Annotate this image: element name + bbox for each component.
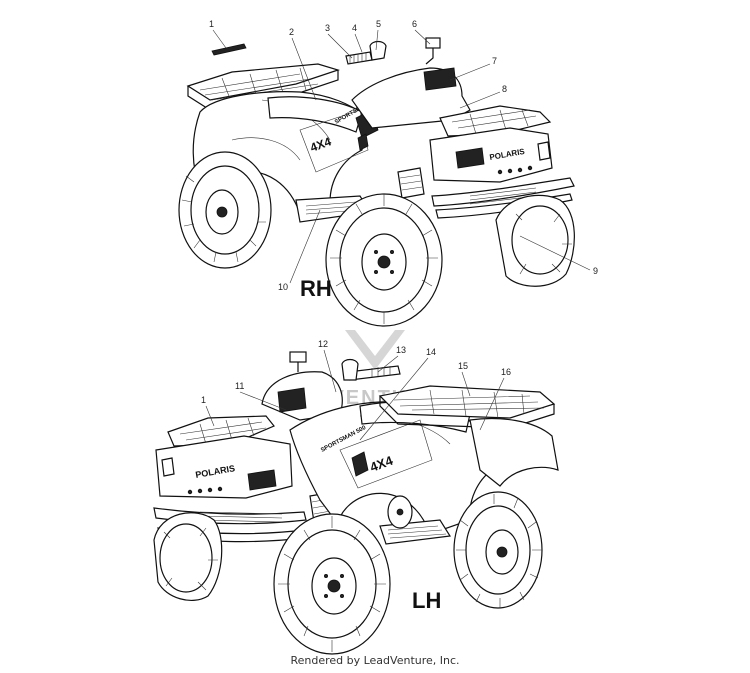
lh-view: POLARIS 4X4 SPORTSMAN 500 <box>153 339 559 655</box>
rh-part-1-decal <box>211 43 247 56</box>
lh-wheels <box>153 491 543 655</box>
rh-pod-lens <box>423 67 457 91</box>
rh-callout-6: 6 <box>412 19 417 29</box>
lh-callout-15: 15 <box>458 361 468 371</box>
rh-callout-8: 8 <box>502 84 507 94</box>
rh-callout-5: 5 <box>376 19 381 29</box>
lh-body: 4X4 SPORTSMAN 500 <box>289 385 559 545</box>
rh-view: 4X4 SPORTSMAN 500 POLARIS <box>178 19 598 327</box>
rh-cap <box>425 37 441 49</box>
rh-wheels <box>178 151 575 327</box>
rh-callout-10: 10 <box>278 282 288 292</box>
lh-headlight <box>247 469 277 491</box>
lh-front-pod <box>261 351 401 421</box>
rh-callouts: 1 2 3 4 5 6 7 8 9 10 <box>209 19 598 292</box>
rh-view-label: RH <box>300 276 332 301</box>
lh-front-rack <box>167 415 275 447</box>
lh-pod-lens <box>277 387 307 413</box>
rh-callout-1: 1 <box>209 19 214 29</box>
lh-leaders <box>205 349 505 441</box>
rh-callout-3: 3 <box>325 23 330 33</box>
rh-callout-4: 4 <box>352 23 357 33</box>
lh-callout-1: 1 <box>201 395 206 405</box>
lh-callout-11: 11 <box>235 381 244 391</box>
rh-callout-2: 2 <box>289 27 294 37</box>
lh-callout-13: 13 <box>396 345 406 355</box>
rh-rear-rack <box>186 63 340 111</box>
rh-decal-4x4: 4X4 <box>308 134 333 155</box>
rh-headlight <box>455 147 485 169</box>
footer-credit: Rendered by LeadVenture, Inc. <box>290 654 460 667</box>
lh-view-label: LH <box>412 588 441 613</box>
lh-callout-12: 12 <box>318 339 328 349</box>
rh-callout-7: 7 <box>492 56 497 66</box>
lh-callout-14: 14 <box>426 347 436 357</box>
rh-front: POLARIS <box>295 37 575 223</box>
rh-callout-9: 9 <box>593 266 598 276</box>
lh-callouts: 1 11 12 13 14 15 16 <box>201 339 511 405</box>
lh-callout-16: 16 <box>501 367 511 377</box>
rh-leaders <box>212 29 591 284</box>
lh-cap <box>289 351 307 363</box>
